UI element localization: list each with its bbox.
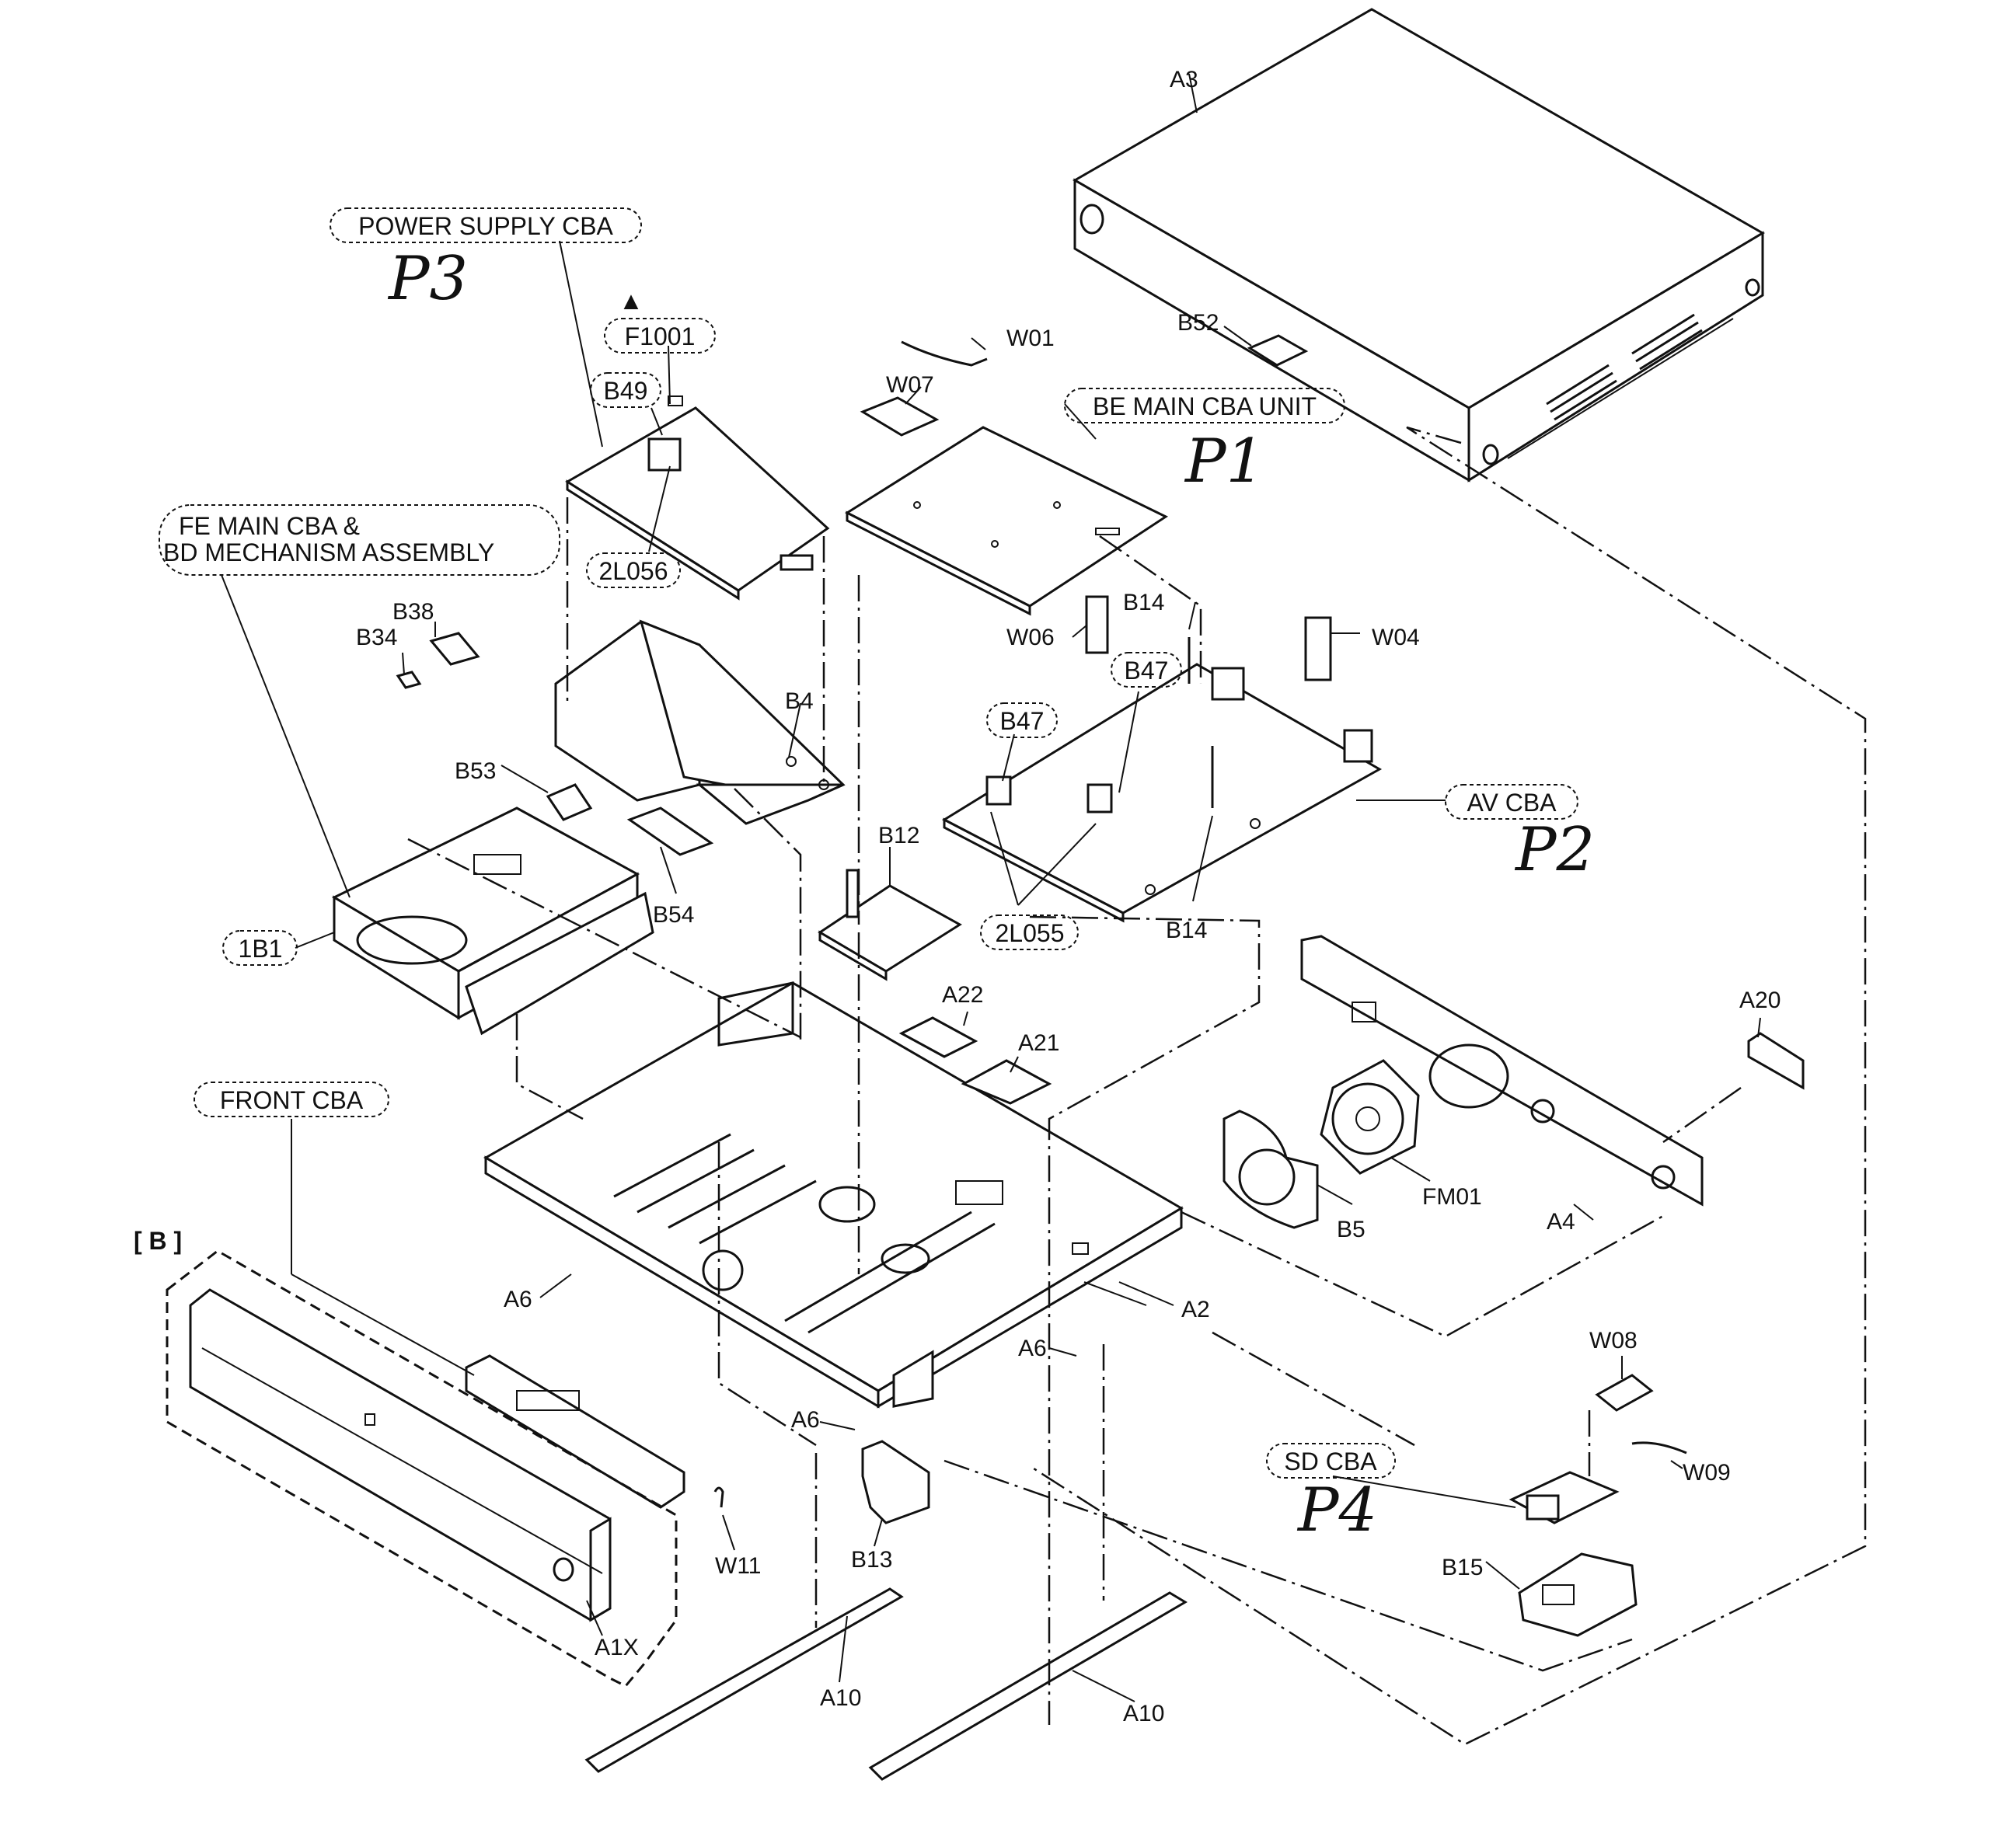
label-b53: B53 [455,758,496,784]
label-a10-left: A10 [820,1685,861,1711]
a20-sheet [1747,1032,1805,1090]
w06-tape [1085,595,1109,654]
label-b14-bottom: B14 [1166,918,1207,943]
label-b15: B15 [1442,1555,1483,1580]
w09-cable [1631,1441,1687,1454]
label-a6-left: A6 [504,1287,532,1312]
label-b54: B54 [653,902,694,928]
w08-tape [1595,1374,1654,1412]
label-w09: W09 [1683,1460,1731,1486]
label-w08: W08 [1589,1328,1638,1353]
label-w11: W11 [715,1553,761,1579]
label-b47-left: B47 [1000,707,1045,735]
be-main-cba-board [844,426,1169,616]
group-b-outline [166,1249,678,1688]
label-a21: A21 [1018,1030,1059,1056]
callout-ovals [159,207,1578,1479]
label-b49: B49 [604,377,648,405]
w11-cable [713,1486,724,1508]
label-b13: B13 [851,1547,892,1573]
label-b34: B34 [356,625,397,650]
w04-tape [1304,616,1332,681]
label-a6-right: A6 [1018,1336,1047,1361]
handwritten-p1: P1 [1184,427,1264,496]
fan-holder-b5 [1223,1110,1319,1229]
rail-a10-right [868,1591,1188,1781]
b12-board [818,869,962,981]
fan-fm01 [1320,1059,1420,1175]
sd-cba-board [1509,1471,1620,1524]
label-a2: A2 [1181,1297,1210,1322]
label-a22: A22 [942,982,983,1008]
label-a20: A20 [1739,988,1781,1013]
label-b47-right: B47 [1125,657,1169,685]
label-2l055: 2L055 [996,919,1065,947]
a21-sheet [961,1059,1052,1105]
av-cba-board [941,637,1383,923]
front-cba-board [465,1354,685,1509]
label-a6-bottom: A6 [791,1407,820,1433]
label-front-cba: FRONT CBA [220,1086,364,1114]
leader-lines [221,73,1761,1702]
group-label-b: [ B ] [134,1227,182,1255]
b52-foot [1247,334,1309,367]
label-fm01: FM01 [1422,1184,1482,1210]
w01-cable [901,340,988,367]
a22-sheet [898,1016,978,1058]
label-b12: B12 [878,823,919,848]
b53-sheet [546,783,593,821]
label-av-cba: AV CBA [1467,789,1557,817]
label-1b1: 1B1 [239,935,283,963]
front-panel-a1x [189,1288,612,1622]
label-fe-main-line1: FE MAIN CBA & [179,512,360,540]
w07-tape [860,396,940,437]
label-b4: B4 [785,688,814,714]
label-sd-cba: SD CBA [1284,1448,1377,1475]
power-supply-cba-board [565,395,830,601]
label-b14-top: B14 [1123,590,1164,615]
label-2l056: 2L056 [599,557,668,585]
main-chassis-a2 [483,981,1184,1409]
bd-mechanism-assembly [331,807,654,1036]
handwritten-p4: P4 [1296,1475,1377,1545]
label-b38: B38 [392,599,434,625]
label-f1001: F1001 [625,322,696,350]
b38-b34-clips [396,632,480,689]
assembly-lines [407,426,1867,1746]
rail-a10-left [584,1587,904,1773]
label-w07: W07 [886,372,934,398]
label-b5: B5 [1337,1217,1366,1242]
top-cover-a3 [1072,8,1765,483]
b54-sheet [626,807,714,856]
label-a1x: A1X [595,1635,639,1660]
label-w06: W06 [1006,625,1055,650]
label-be-main-cba-unit: BE MAIN CBA UNIT [1093,392,1317,420]
label-fe-main-line2: BD MECHANISM ASSEMBLY [163,538,494,566]
label-a3: A3 [1170,67,1198,92]
handwritten-p3: P3 [387,244,468,314]
label-w01: W01 [1006,326,1055,351]
rear-panel-a4 [1300,935,1704,1207]
handwritten-p2: P2 [1514,815,1595,885]
label-a10-right: A10 [1123,1701,1164,1726]
b13-bracket [861,1440,930,1524]
warning-icon: ▲ [619,287,644,315]
sd-bracket-b15 [1518,1552,1638,1637]
power-supply-bracket [554,619,846,825]
label-a4: A4 [1547,1209,1575,1235]
label-b52: B52 [1177,310,1219,336]
label-w04: W04 [1372,625,1420,650]
label-power-supply-cba: POWER SUPPLY CBA [358,212,613,240]
